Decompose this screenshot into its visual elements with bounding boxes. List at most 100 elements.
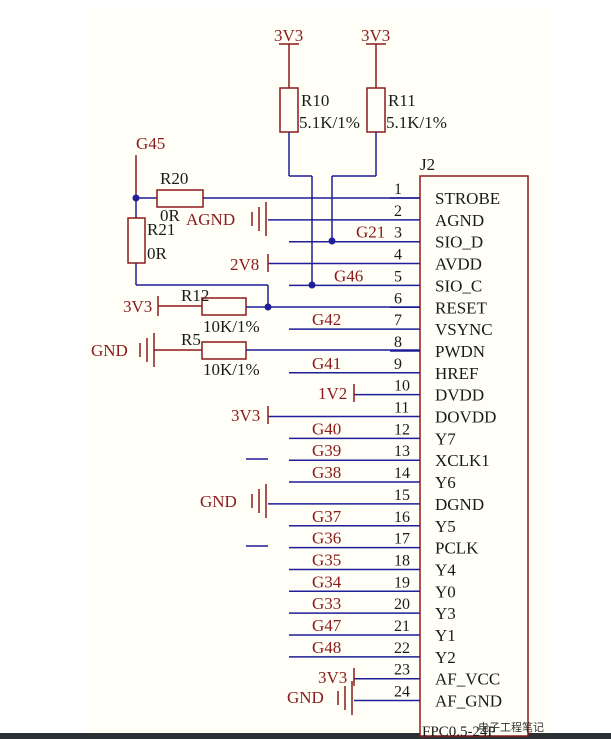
pin-name: STROBE — [435, 189, 500, 208]
junction-sio-c — [308, 281, 316, 289]
pin-number: 20 — [394, 596, 410, 613]
pin-name: XCLK1 — [435, 451, 490, 470]
pin-name: Y7 — [435, 429, 456, 448]
resistor-r12: 3V3 R12 10K/1% — [123, 286, 420, 336]
pin-name: Y4 — [435, 560, 456, 579]
junction-sio-d — [328, 237, 336, 245]
net-label: G39 — [312, 441, 341, 460]
net-label: G35 — [312, 550, 341, 569]
resistor-r5: GND R5 10K/1% — [91, 330, 420, 379]
pin-name: PCLK — [435, 539, 479, 558]
pin-name: AF_GND — [435, 692, 502, 711]
pin-name: DOVDD — [435, 408, 496, 427]
r12-ref: R12 — [181, 286, 209, 305]
r5-power-label: GND — [91, 341, 128, 360]
pin-number: 17 — [394, 531, 410, 548]
connector-ref: J2 — [420, 155, 435, 174]
r12-value: 10K/1% — [203, 317, 260, 336]
resistor-r11: 3V3 R11 5.1K/1% — [331, 26, 447, 241]
pin-name: RESET — [435, 298, 488, 317]
connector-part: FPC0.5-24P — [422, 724, 496, 739]
pin-number: 3 — [394, 225, 402, 242]
net-label: G37 — [312, 507, 342, 526]
r10-ref: R10 — [301, 91, 329, 110]
pin-name: Y0 — [435, 582, 456, 601]
pin-number: 16 — [394, 509, 410, 526]
net-label: G33 — [312, 594, 341, 613]
pin-number: 1 — [394, 181, 402, 198]
power-2v8-label: 2V8 — [230, 255, 259, 274]
pin-name: AF_VCC — [435, 670, 500, 689]
pin-number: 7 — [394, 312, 402, 329]
pin-name: AVDD — [435, 255, 482, 274]
pin-number: 13 — [394, 443, 410, 460]
net-label: G36 — [312, 529, 341, 548]
power-3v3-pin23: 3V3 — [318, 668, 355, 687]
r5-value: 10K/1% — [203, 360, 260, 379]
r10-value: 5.1K/1% — [299, 113, 360, 132]
power-1v2-label: 1V2 — [318, 384, 347, 403]
net-label: G21 — [356, 223, 385, 242]
net-label: G42 — [312, 310, 341, 329]
pin-name: Y1 — [435, 626, 456, 645]
pin-name: AGND — [435, 211, 484, 230]
r10-power-label: 3V3 — [274, 26, 303, 45]
gnd-symbol-pin24: GND — [287, 681, 353, 715]
watermark: 电子工程笔记 — [478, 720, 544, 734]
agnd-label: AGND — [186, 210, 235, 229]
pin-number: 9 — [394, 356, 402, 373]
gnd-symbol-pin15: GND — [200, 484, 267, 518]
r20-ref: R20 — [160, 169, 188, 188]
pin-number: 21 — [394, 618, 410, 635]
resistor-r10: 3V3 R10 5.1K/1% — [274, 26, 360, 285]
pin-name: Y5 — [435, 517, 456, 536]
pin-number: 23 — [394, 662, 410, 679]
pin-number: 4 — [394, 247, 402, 264]
pin-number: 10 — [394, 378, 410, 395]
power-3v3-pin11: 3V3 — [231, 406, 269, 425]
pin-number: 8 — [394, 334, 402, 351]
r11-power-label: 3V3 — [361, 26, 390, 45]
bottom-bar — [0, 733, 611, 739]
pin-name: PWDN — [435, 342, 485, 361]
connector-body — [419, 175, 529, 737]
pin-name: SIO_C — [435, 276, 482, 295]
pin-number: 2 — [394, 203, 402, 220]
pin-name: HREF — [435, 364, 478, 383]
power-2v8: 2V8 — [230, 254, 269, 274]
gnd-pin24-label: GND — [287, 688, 324, 707]
net-label: G48 — [312, 638, 341, 657]
r11-ref: R11 — [388, 91, 416, 110]
r11-value: 5.1K/1% — [386, 113, 447, 132]
pin-name: VSYNC — [435, 320, 493, 339]
pin-number: 6 — [394, 290, 402, 307]
pin-number: 24 — [394, 684, 410, 701]
resistor-r20-r21: G45 R20 0R R21 0R — [127, 134, 420, 307]
r12-power-label: 3V3 — [123, 297, 152, 316]
net-label: G46 — [334, 266, 363, 285]
r21-ref: R21 — [147, 220, 175, 239]
power-1v2: 1V2 — [318, 384, 355, 403]
pin-name: Y2 — [435, 648, 456, 667]
pin-number: 22 — [394, 640, 410, 657]
net-label: G38 — [312, 463, 341, 482]
net-label: G41 — [312, 354, 341, 373]
pin-number: 12 — [394, 421, 410, 438]
pin-number: 11 — [394, 400, 409, 417]
net-label: G40 — [312, 419, 341, 438]
r20-value: 0R — [160, 206, 181, 225]
pin-name: SIO_D — [435, 233, 483, 252]
gnd-pin15-label: GND — [200, 492, 237, 511]
pin-number: 15 — [394, 487, 410, 504]
junction-reset — [264, 303, 272, 311]
net-label: G34 — [312, 572, 342, 591]
pin-name: Y6 — [435, 473, 456, 492]
pin-number: 19 — [394, 574, 410, 591]
power-3v3-pin11-label: 3V3 — [231, 406, 260, 425]
pin-name: DGND — [435, 495, 484, 514]
pin-number: 14 — [394, 465, 410, 482]
r5-ref: R5 — [181, 330, 201, 349]
agnd-symbol: AGND — [186, 202, 267, 236]
power-3v3-pin23-label: 3V3 — [318, 668, 347, 687]
